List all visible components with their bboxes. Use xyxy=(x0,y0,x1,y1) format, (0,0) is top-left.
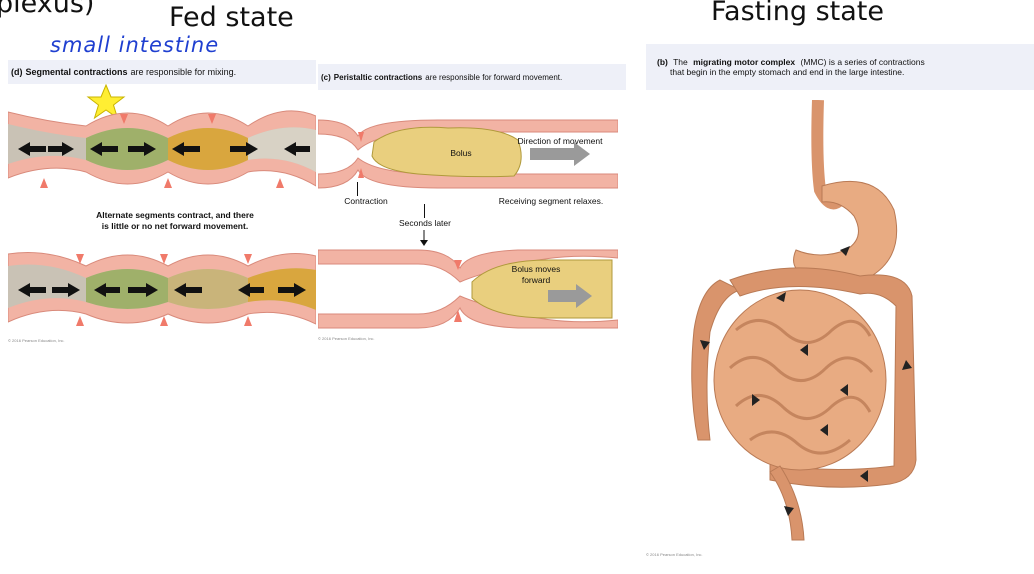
handwritten-annotation: small intestine xyxy=(50,33,220,57)
peristalsis-bottom xyxy=(318,246,618,332)
panel-d-credit: © 2016 Pearson Education, Inc. xyxy=(8,338,65,343)
contraction-label: Contraction xyxy=(344,196,388,206)
receiving-label: Receiving segment relaxes. xyxy=(498,196,604,206)
panel-d-title-rest: are responsible for mixing. xyxy=(130,67,237,77)
panel-b-line1-bold: migrating motor complex xyxy=(693,57,796,67)
panel-b-caption: (b) The migrating motor complex (MMC) is… xyxy=(646,44,1034,90)
panel-b-line2: that begin in the empty stomach and end … xyxy=(670,67,905,77)
fasting-state-title: Fasting state xyxy=(711,0,884,27)
seconds-later-label: Seconds later xyxy=(399,218,451,228)
segmental-gut-bottom xyxy=(8,252,316,326)
panel-c-letter: (c) xyxy=(321,72,331,82)
panel-c-title-rest: are responsible for forward movement. xyxy=(425,72,563,82)
panel-c-credit: © 2016 Pearson Education, Inc. xyxy=(318,336,375,341)
panel-d-title-bold: Segmental contractions xyxy=(25,67,128,77)
panel-c-title-bold: Peristaltic contractions xyxy=(333,72,423,82)
panel-b-credit: © 2016 Pearson Education, Inc. xyxy=(646,552,703,557)
panel-d-letter: (d) xyxy=(11,67,23,77)
segmental-description-line2: is little or no net forward movement. xyxy=(101,221,249,231)
fed-state-title: Fed state xyxy=(169,2,294,33)
top-left-fragment: plexus) xyxy=(0,0,95,19)
seconds-down-arrow-icon xyxy=(420,230,428,246)
panel-b-line1-pre: The xyxy=(673,57,688,67)
bolus-moves-line2: forward xyxy=(521,275,551,285)
bolus-label: Bolus xyxy=(450,148,472,158)
panel-c-caption: (c) Peristaltic contractions are respons… xyxy=(318,64,626,90)
panel-b-letter: (b) xyxy=(657,57,668,67)
segmental-gut-top xyxy=(8,110,316,188)
star-icon xyxy=(86,84,126,120)
peristalsis-top xyxy=(318,119,618,194)
bolus-moves-label: Bolus moves forward xyxy=(508,264,564,286)
segmental-description: Alternate segments contract, and there i… xyxy=(60,210,290,232)
segmental-description-line1: Alternate segments contract, and there xyxy=(96,210,254,220)
bolus-moves-line1: Bolus moves xyxy=(511,264,561,274)
seconds-tick-top xyxy=(424,204,425,218)
digestive-tract-illustration xyxy=(691,100,917,541)
direction-label: Direction of movement xyxy=(517,136,603,146)
panel-b-line1-post: (MMC) is a series of contractions xyxy=(800,57,925,67)
contraction-pointer xyxy=(357,182,358,196)
panel-d-caption: (d) Segmental contractions are responsib… xyxy=(8,60,316,84)
